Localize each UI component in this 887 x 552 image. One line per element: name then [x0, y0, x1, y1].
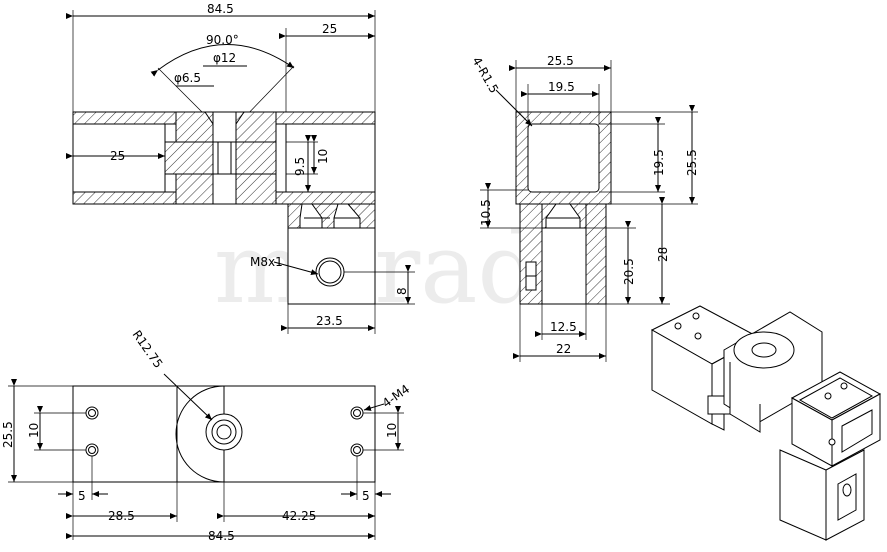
angle-arc — [150, 44, 295, 77]
dim-22: 22 — [556, 342, 571, 356]
top-view-left-body — [72, 385, 178, 483]
dim-angle: 90.0° — [206, 33, 239, 47]
dim-8: 8 — [395, 287, 409, 295]
dim-left-spacing: 10 — [27, 423, 41, 438]
dim-right-offset: 5 — [362, 489, 370, 503]
left-tube-bottom-wall — [72, 191, 177, 205]
dim-10-5: 10.5 — [479, 199, 493, 226]
dim-right-spacing: 10 — [385, 423, 399, 438]
dim-inner-width: 19.5 — [548, 80, 575, 94]
dim-20-5: 20.5 — [622, 258, 636, 285]
dim-right-width: 25 — [322, 22, 337, 36]
front-view: 84.5 25 90.0° φ12 φ6.5 25 — [66, 2, 415, 334]
dim-left-length: 25 — [110, 149, 125, 163]
dim-outer-height: 25.5 — [685, 149, 699, 176]
bolt-bore — [212, 111, 237, 205]
bracket-wall-right — [585, 203, 607, 305]
dim-left-offset: 5 — [78, 489, 86, 503]
hole-label: 4-M4 — [380, 382, 413, 411]
dim-10: 10 — [316, 149, 330, 164]
dim-28-5: 28.5 — [108, 509, 135, 523]
dim-42-25: 42.25 — [282, 509, 316, 523]
top-view-right-body — [223, 385, 376, 483]
isometric-view — [650, 305, 882, 541]
radius-label-top: R12.75 — [130, 328, 166, 371]
top-view: R12.75 4-M4 25.5 10 10 5 — [1, 328, 412, 543]
dim-9-5: 9.5 — [293, 157, 307, 176]
thread-label: M8x1 — [250, 255, 283, 269]
dim-inner-height: 19.5 — [652, 149, 666, 176]
dim-top-overall-width: 84.5 — [208, 529, 235, 543]
dim-23-5: 23.5 — [316, 314, 343, 328]
dim-28: 28 — [656, 247, 670, 262]
dim-top-height: 25.5 — [1, 421, 15, 448]
dim-overall-width: 84.5 — [207, 2, 234, 16]
dim-diameter-12: φ12 — [213, 51, 236, 65]
radius-label: 4-R1.5 — [469, 55, 501, 96]
dim-diameter-6-5: φ6.5 — [174, 71, 201, 85]
right-tube-bottom-wall — [275, 191, 376, 205]
dim-outer-width: 25.5 — [547, 54, 574, 68]
dim-12-5: 12.5 — [550, 320, 577, 334]
right-tube-top-wall — [275, 111, 376, 125]
left-tube-top-wall — [72, 111, 177, 125]
